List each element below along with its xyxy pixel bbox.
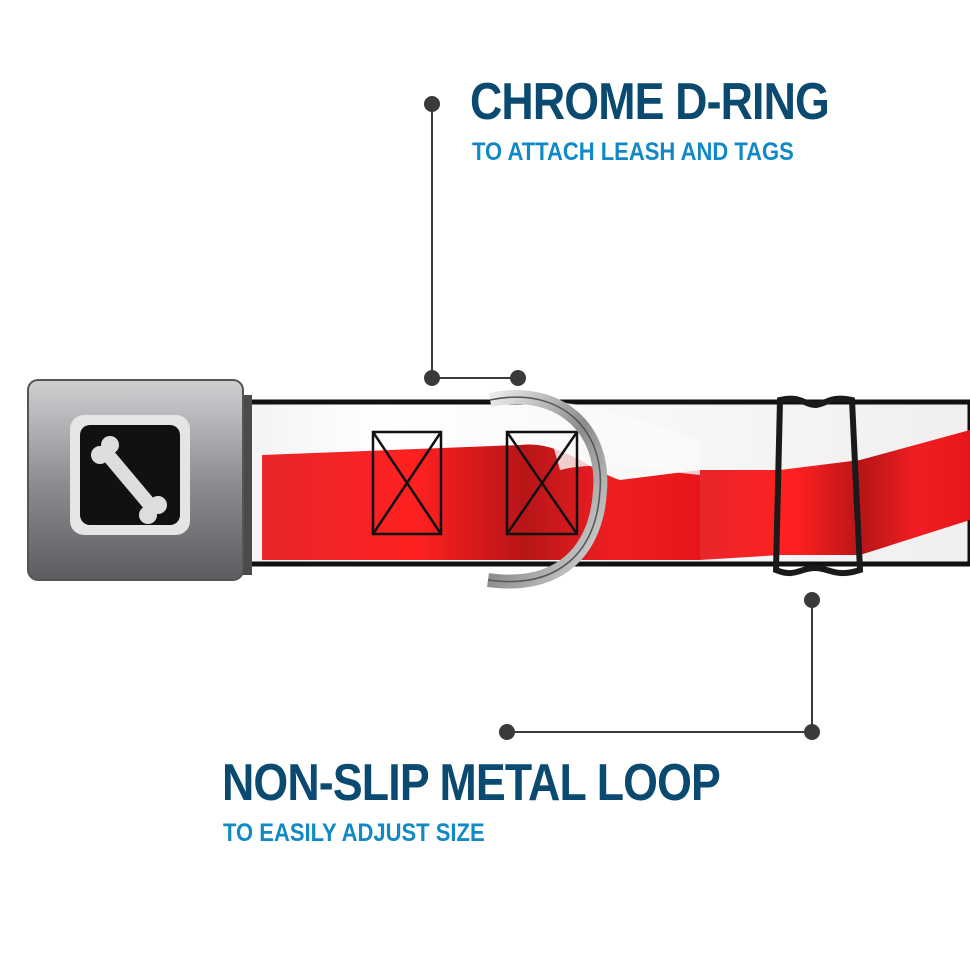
d-ring-title: CHROME D-RING (470, 73, 830, 131)
seatbelt-buckle (27, 379, 252, 581)
bone-logo-icon (91, 436, 167, 524)
metal-loop-title: NON-SLIP METAL LOOP (222, 754, 721, 812)
d-ring-leader-line (424, 96, 526, 386)
d-ring (487, 390, 608, 589)
metal-loop-leader-line (499, 592, 820, 740)
stitching (371, 430, 579, 536)
metal-loop (772, 395, 864, 577)
d-ring-subtitle: TO ATTACH LEASH AND TAGS (472, 138, 794, 166)
metal-loop-subtitle: TO EASILY ADJUST SIZE (223, 819, 485, 847)
